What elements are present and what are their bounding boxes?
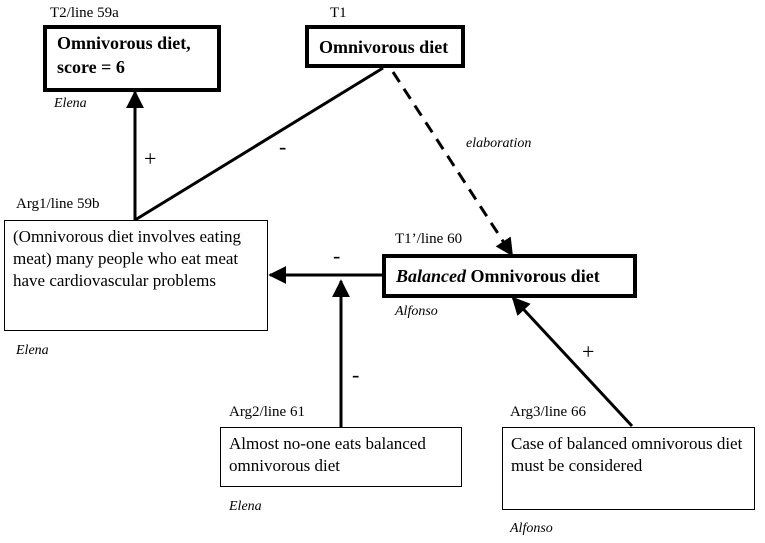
t1prime-text-rest: Omnivorous diet: [466, 266, 600, 286]
arg3-node: Case of balanced omnivorous diet must be…: [502, 427, 755, 510]
arg2-node: Almost no-one eats balanced omnivorous d…: [220, 427, 462, 487]
t1prime-text-emphasis: Balanced: [396, 266, 466, 286]
arg2-author: Elena: [229, 499, 262, 514]
arg3-text: Case of balanced omnivorous diet must be…: [511, 434, 743, 475]
arg2-text: Almost no-one eats balanced omnivorous d…: [229, 434, 426, 475]
minus-sign-arg2: -: [352, 362, 360, 387]
arg2-id-label: Arg2/line 61: [229, 404, 305, 420]
t2-node: Omnivorous diet, score = 6: [43, 25, 221, 92]
arg3-id-label: Arg3/line 66: [510, 404, 586, 420]
arg3-author: Alfonso: [510, 521, 553, 536]
t1-node: Omnivorous diet: [305, 25, 465, 68]
t2-text-line1: Omnivorous diet,: [57, 33, 191, 53]
arrow-t1-to-t1prime: [391, 71, 514, 257]
arrow-arg1-to-t1: [134, 66, 384, 222]
plus-sign-arg1-t2: +: [144, 146, 157, 171]
arg1-author: Elena: [16, 343, 49, 358]
arg1-text: (Omnivorous diet involves eating meat) m…: [13, 227, 242, 290]
t1prime-node: Balanced Omnivorous diet: [382, 254, 637, 298]
t1prime-id-label: T1’/line 60: [395, 231, 463, 247]
arg1-id-label: Arg1/line 59b: [16, 196, 100, 212]
t2-id-label: T2/line 59a: [50, 5, 119, 21]
arrow-arg3-to-t1prime: [511, 296, 634, 428]
elaboration-label: elaboration: [466, 136, 532, 151]
arg1-node: (Omnivorous diet involves eating meat) m…: [4, 220, 268, 331]
t1-id-label: T1: [330, 5, 347, 21]
minus-sign-arg1-t1: -: [279, 134, 287, 159]
t2-author: Elena: [54, 96, 87, 111]
t2-text-line2: score = 6: [57, 57, 125, 77]
t1prime-author: Alfonso: [395, 304, 438, 319]
minus-sign-t1prime-arg1: -: [333, 243, 341, 268]
t1-text: Omnivorous diet: [319, 37, 449, 57]
plus-sign-arg3-t1prime: +: [582, 339, 595, 364]
